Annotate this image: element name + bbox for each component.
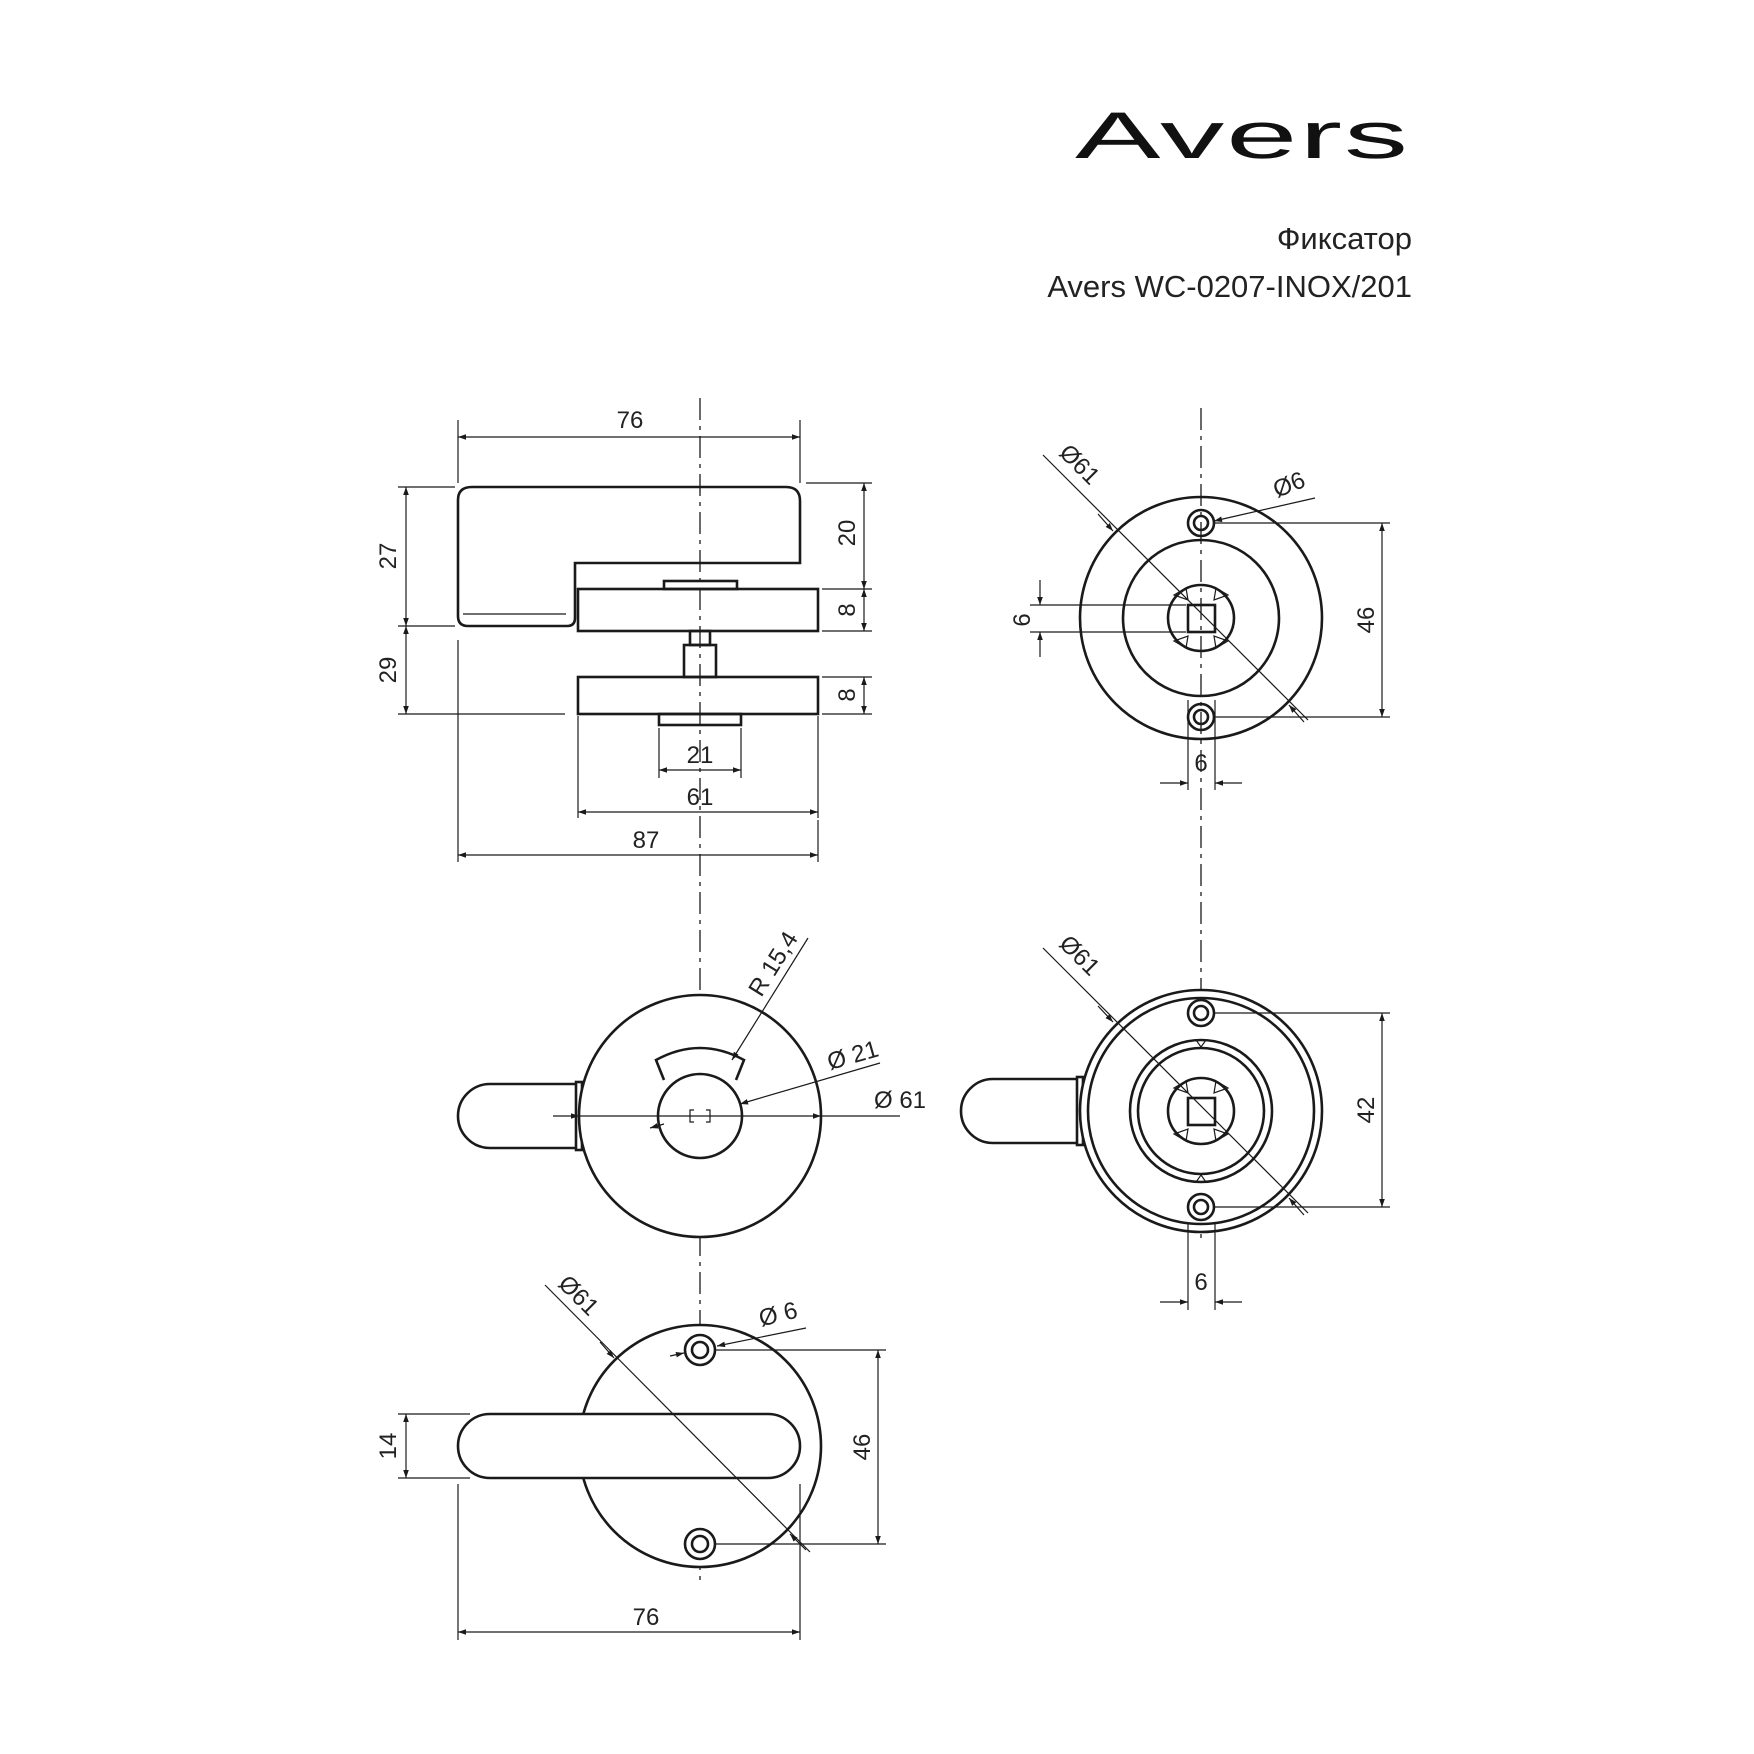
dim-rosette-diameter-top: Ø61 bbox=[1054, 439, 1105, 490]
product-type: Фиксатор bbox=[1277, 221, 1412, 256]
dim-lever-width: 14 bbox=[375, 1433, 402, 1460]
product-model: Avers WC-0207-INOX/201 bbox=[1047, 269, 1412, 304]
dim-lever-hole-spacing: 46 bbox=[849, 1434, 876, 1461]
side-view: 76 27 29 20 8 8 21 61 87 bbox=[375, 407, 872, 862]
dim-lever-rosette-diameter: Ø61 bbox=[553, 1270, 604, 1321]
dim-total-width: 87 bbox=[633, 827, 660, 854]
dim-handle-height: 20 bbox=[834, 520, 861, 547]
dim-indicator-radius: R 15,4 bbox=[743, 927, 803, 1001]
dim-rosette-width: 61 bbox=[687, 784, 714, 811]
lever-view: Ø61 Ø 6 14 46 76 bbox=[375, 1270, 886, 1640]
dim-indicator-rosette-diameter: Ø 61 bbox=[874, 1087, 926, 1114]
dim-bottom-height: 29 bbox=[375, 657, 402, 684]
dim-hole-spacing-bottom: 42 bbox=[1353, 1097, 1380, 1124]
indicator-view: R 15,4 Ø 21 Ø 61 bbox=[456, 927, 926, 1239]
dim-plate-width: 21 bbox=[687, 742, 714, 769]
brand-logo: Avers bbox=[1075, 98, 1410, 172]
dim-square-size-bottom: 6 bbox=[1194, 1269, 1207, 1296]
dim-lever-hole-diameter: Ø 6 bbox=[756, 1297, 800, 1333]
header: Avers Фиксатор Avers WC-0207-INOX/201 bbox=[1047, 98, 1412, 304]
dim-top-width: 76 bbox=[617, 407, 644, 434]
back-view-bottom: Ø61 42 6 bbox=[959, 930, 1390, 1310]
dim-rosette-diameter-bottom: Ø61 bbox=[1054, 930, 1105, 981]
dim-hole-diameter-top: Ø6 bbox=[1269, 467, 1309, 504]
dim-lever-total-width: 76 bbox=[633, 1604, 660, 1631]
dim-square-size-horizontal: 6 bbox=[1194, 750, 1207, 777]
dim-top-height: 27 bbox=[375, 543, 402, 570]
back-view-top: Ø61 Ø6 6 6 46 bbox=[1009, 439, 1390, 790]
dim-rosette-thickness-top: 8 bbox=[834, 603, 861, 616]
dim-hole-spacing-top: 46 bbox=[1353, 607, 1380, 634]
dim-square-size-vertical: 6 bbox=[1009, 613, 1036, 626]
dim-rosette-thickness-bottom: 8 bbox=[834, 688, 861, 701]
dim-center-diameter: Ø 21 bbox=[824, 1036, 881, 1076]
